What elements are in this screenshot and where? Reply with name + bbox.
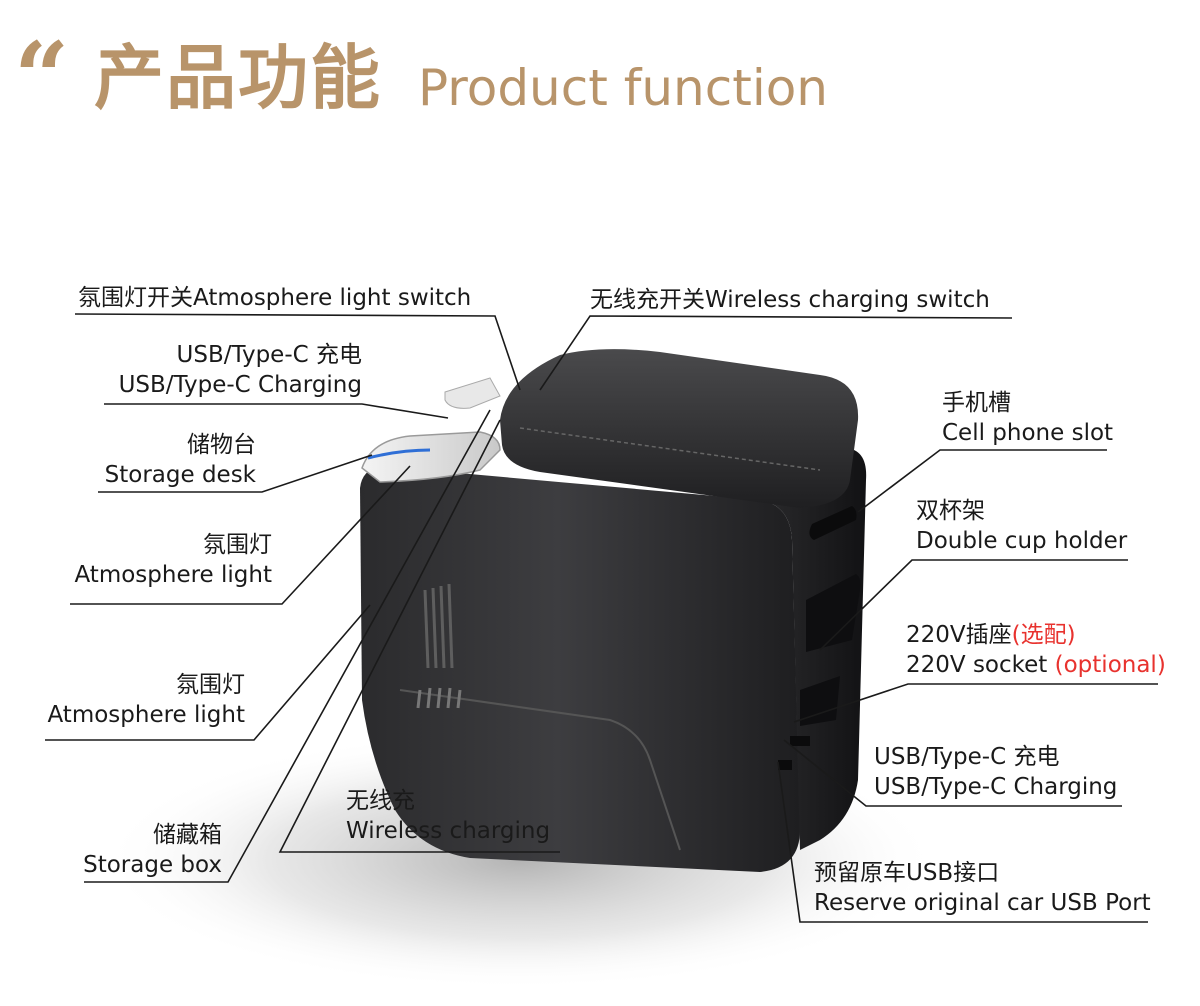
title-english: Product function: [418, 59, 828, 117]
storage-desk: [361, 431, 501, 483]
callout-atmosphere-light-switch: 氛围灯开关Atmosphere light switch: [78, 285, 472, 311]
callout-usb-port: 预留原车USB接口 Reserve original car USB Port: [814, 860, 1151, 916]
quote-mark-icon: “: [14, 21, 70, 134]
callout-usb-right: USB/Type-C 充电 USB/Type-C Charging: [874, 744, 1118, 800]
callout-usb-top: USB/Type-C 充电 USB/Type-C Charging: [118, 342, 362, 398]
armrest-lid: [500, 349, 859, 508]
callout-atmosphere-light-2: 氛围灯 Atmosphere light: [47, 672, 245, 728]
callout-cup-holder: 双杯架 Double cup holder: [916, 498, 1128, 554]
title-chinese: 产品功能: [94, 37, 382, 119]
callout-wireless-charging-switch: 无线充开关Wireless charging switch: [590, 287, 990, 313]
optional-tag-cn: (选配): [1011, 622, 1076, 648]
vent-grill: [423, 583, 454, 669]
callout-storage-box: 储藏箱 Storage box: [83, 822, 222, 878]
cup-holder: [806, 574, 861, 652]
front-panel: [360, 466, 800, 872]
socket-slot: [800, 676, 840, 726]
callout-wireless-charging: 无线充 Wireless charging: [346, 788, 551, 844]
callout-atmosphere-light-1: 氛围灯 Atmosphere light: [74, 532, 272, 588]
usb-slot-1: [790, 736, 810, 746]
callout-socket: 220V插座(选配) 220V socket (optional): [906, 622, 1166, 678]
switch-panel: [444, 377, 501, 409]
optional-tag-en: (optional): [1054, 652, 1166, 678]
phone-slot: [809, 506, 857, 540]
usb-slot-2: [778, 760, 792, 770]
callout-phone-slot: 手机槽 Cell phone slot: [942, 390, 1114, 446]
callout-storage-desk: 储物台 Storage desk: [104, 432, 256, 488]
